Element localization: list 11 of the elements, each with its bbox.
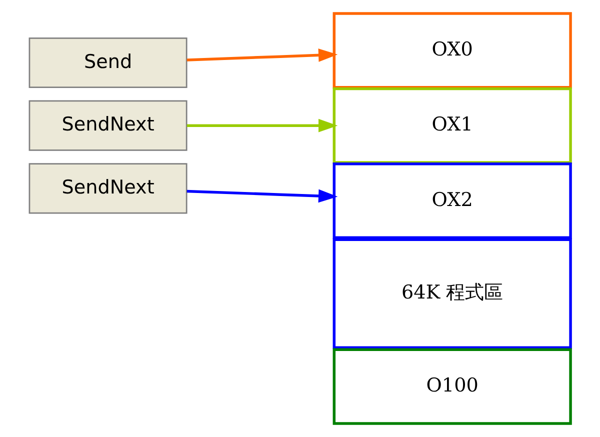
node-box: O100	[332, 348, 572, 425]
node-box: OX0	[332, 12, 572, 89]
node-box: Send	[28, 37, 188, 88]
node-box: SendNext	[28, 163, 188, 214]
arrow	[186, 189, 338, 203]
node-box: OX1	[332, 87, 572, 164]
node-box: OX2	[332, 162, 572, 239]
node-box: 64K 程式區	[332, 238, 572, 349]
arrow	[186, 118, 338, 132]
arrow	[186, 48, 338, 62]
node-box: SendNext	[28, 100, 188, 151]
